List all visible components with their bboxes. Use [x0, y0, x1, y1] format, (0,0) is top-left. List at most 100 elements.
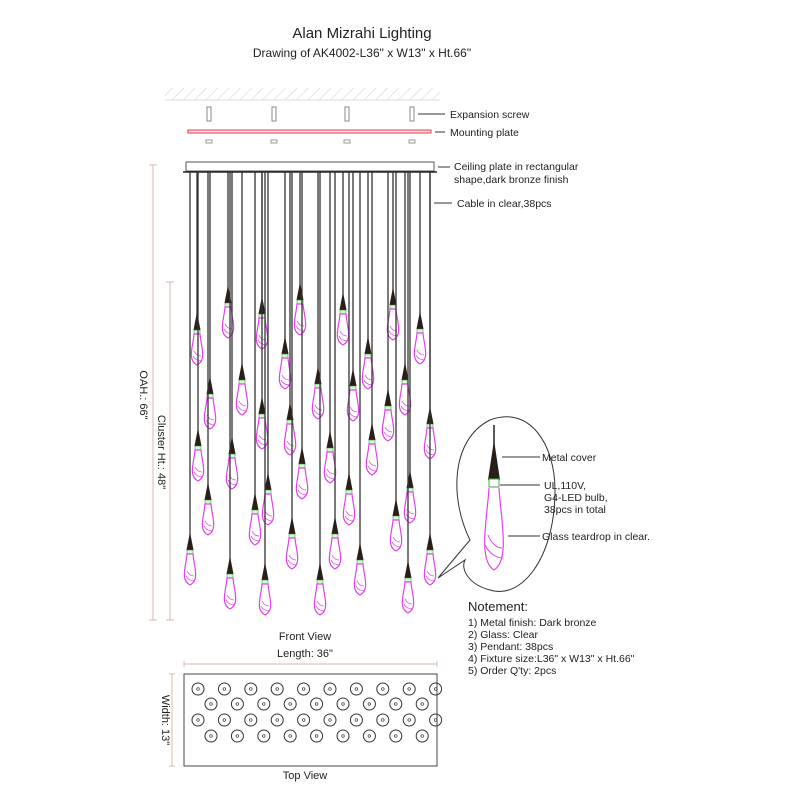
expansion-screw-label: Expansion screw: [450, 109, 530, 121]
pendant: [183, 172, 197, 586]
top-view-hole: [217, 682, 231, 696]
pendant-cluster: [183, 172, 437, 616]
pendant: [353, 172, 367, 596]
notes-heading: Notement:: [468, 599, 528, 614]
pendant: [336, 172, 350, 346]
cluster-height-label: Cluster Ht.: 48": [155, 415, 167, 489]
top-view-hole: [191, 713, 205, 727]
metal-cover-icon: [194, 428, 202, 446]
metal-cover-icon: [326, 430, 334, 448]
pendant: [401, 172, 415, 614]
pendant: [423, 172, 437, 586]
pendant: [311, 172, 325, 420]
pendant: [223, 172, 237, 610]
metal-cover-icon: [331, 516, 339, 534]
oah-dimension: [149, 164, 157, 621]
top-view-hole: [244, 713, 258, 727]
top-view-hole: [244, 682, 258, 696]
pendant: [283, 172, 297, 456]
pendant: [328, 172, 342, 570]
pendant: [342, 172, 356, 526]
mounting-plate: [187, 129, 432, 134]
pendant: [248, 172, 262, 546]
cable-label: Cable in clear,38pcs: [457, 198, 552, 210]
top-view-hole: [376, 682, 390, 696]
metal-cover-icon: [298, 446, 306, 464]
metal-cover-label: Metal cover: [542, 452, 597, 464]
metal-cover-icon: [281, 336, 289, 354]
bulb-label-3: 38pcs in total: [544, 504, 606, 516]
pendant: [313, 172, 327, 616]
width-label: Width: 13": [159, 695, 171, 745]
top-view-hole: [429, 713, 443, 727]
pendant: [386, 172, 400, 341]
pendant: [413, 172, 427, 365]
metal-cover-icon: [316, 562, 324, 580]
metal-cover-icon: [349, 368, 357, 386]
top-view-hole: [270, 682, 284, 696]
metal-cover-icon: [384, 388, 392, 406]
top-view-hole: [429, 682, 443, 696]
metal-cover-icon: [404, 560, 412, 578]
top-view-holes: [191, 682, 443, 743]
top-view-hole: [323, 682, 337, 696]
pendant: [403, 172, 417, 524]
pendant: [323, 172, 337, 484]
metal-cover-icon: [264, 472, 272, 490]
metal-cover-icon: [339, 292, 347, 310]
pendant: [191, 172, 205, 482]
metal-cover-icon: [416, 311, 424, 329]
top-view-hole: [283, 729, 297, 743]
detail-pendant: [484, 425, 504, 571]
top-view-hole: [349, 713, 363, 727]
expansion-screws: [206, 106, 415, 122]
metal-cover-icon: [288, 516, 296, 534]
pendant: [235, 172, 249, 416]
top-view-hole: [257, 697, 271, 711]
top-view-hole: [389, 729, 403, 743]
top-view-hole: [230, 697, 244, 711]
top-view-hole: [362, 697, 376, 711]
pendant: [255, 172, 269, 450]
metal-cover-icon: [258, 396, 266, 414]
pendant: [190, 172, 204, 366]
note-item: 2) Glass: Clear: [468, 629, 539, 641]
top-view-hole: [310, 697, 324, 711]
metal-cover-icon: [226, 556, 234, 574]
pendant: [365, 172, 379, 476]
top-view-hole: [230, 729, 244, 743]
pendant: [381, 172, 395, 442]
top-view-hole: [402, 713, 416, 727]
page-title: Alan Mizrahi Lighting: [292, 25, 431, 42]
front-view-label: Front View: [279, 631, 331, 643]
pendant: [203, 172, 217, 430]
pendant: [398, 172, 412, 416]
note-item: 3) Pendant: 38pcs: [468, 641, 553, 653]
metal-cover-icon: [193, 312, 201, 330]
pendant: [389, 172, 403, 552]
top-view-hole: [191, 682, 205, 696]
pendant: [295, 172, 309, 500]
pendant: [285, 172, 299, 570]
top-view-hole: [283, 697, 297, 711]
ceiling-plate: [185, 161, 435, 172]
top-view-hole: [362, 729, 376, 743]
note-item: 5) Order Q'ty: 2pcs: [468, 665, 556, 677]
top-view-hole: [323, 713, 337, 727]
mounting-plate-label: Mounting plate: [450, 127, 519, 139]
note-item: 1) Metal finish: Dark bronze: [468, 617, 597, 629]
pendant: [258, 172, 272, 616]
pendant: [361, 172, 375, 390]
top-view-hole: [402, 682, 416, 696]
top-view-hole: [297, 682, 311, 696]
top-view-hole: [297, 713, 311, 727]
ceiling-plate-label-2: shape,dark bronze finish: [454, 174, 569, 186]
metal-cover-icon: [401, 362, 409, 380]
metal-cover-icon: [204, 482, 212, 500]
glass-label: Glass teardrop in clear.: [542, 531, 650, 543]
top-view-hole: [204, 729, 218, 743]
pendant: [261, 172, 275, 526]
top-view-hole: [376, 713, 390, 727]
pendant: [346, 172, 360, 422]
bulb-label-1: UL,110V,: [544, 480, 586, 492]
